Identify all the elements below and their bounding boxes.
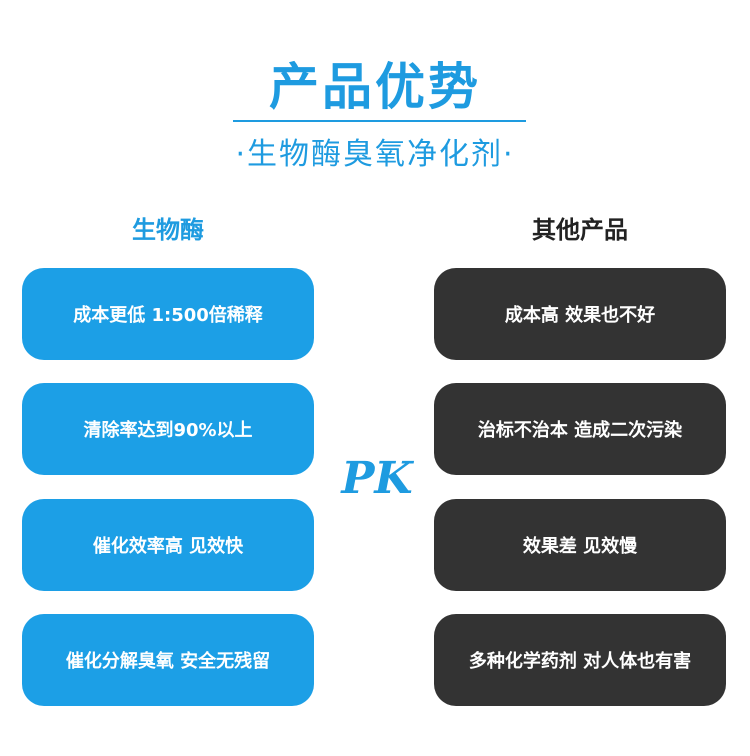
- advantage-card-2: 清除率达到90%以上: [22, 383, 314, 475]
- right-column-heading: 其他产品: [532, 216, 628, 244]
- page-subtitle: ·生物酶臭氧净化剂·: [235, 137, 515, 172]
- other-product-card-2: 治标不治本 造成二次污染: [434, 383, 726, 475]
- advantage-card-3: 催化效率高 见效快: [22, 499, 314, 591]
- pk-versus-label: PK: [341, 453, 413, 504]
- title-underline: [233, 120, 526, 122]
- other-product-card-1: 成本高 效果也不好: [434, 268, 726, 360]
- advantage-card-4: 催化分解臭氧 安全无残留: [22, 614, 314, 706]
- other-product-card-3: 效果差 见效慢: [434, 499, 726, 591]
- other-product-card-4: 多种化学药剂 对人体也有害: [434, 614, 726, 706]
- left-column-heading: 生物酶: [132, 216, 204, 244]
- advantage-card-1: 成本更低 1:500倍稀释: [22, 268, 314, 360]
- page-title: 产品优势: [269, 58, 481, 116]
